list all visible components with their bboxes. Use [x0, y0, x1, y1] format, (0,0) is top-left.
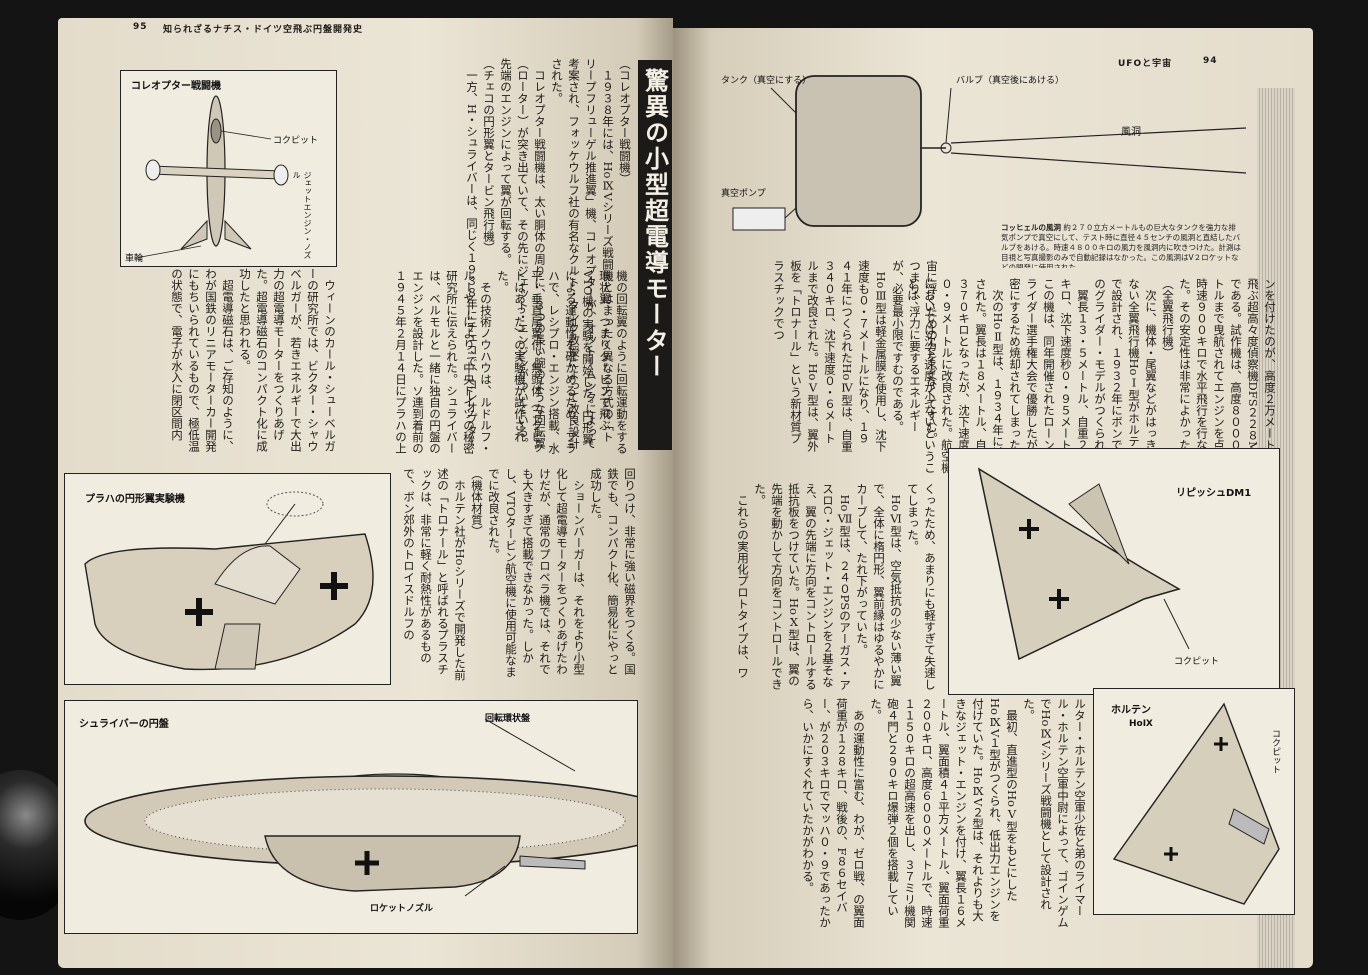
- horten-model-label: HoⅨ: [1129, 719, 1153, 729]
- right-text-col-a: ンを付けたのが、高度２万メートルを飛ぶ超高々度偵察機DFS２２８MKⅠである。試…: [906, 278, 1277, 476]
- left-text-col-b: 機の回転翼のように回転運動をする環状翼、つまりタービンで飛ぶVTO機の実験を開始…: [390, 270, 629, 454]
- left-text-col-a: （コレオプター戦闘機） １９３８年には、HoⅨVシリーズ戦闘機とはまったく異なる…: [465, 58, 632, 449]
- right-text-col-b: 宙に浮くためのカを少なくてすむ。つまり、浮力に要するエネルギーが、必要最小限です…: [772, 260, 939, 452]
- lippisch-illustration: [977, 467, 1190, 661]
- left-page: 95 知られざるナチス・ドイツ空飛ぶ円盤開発史 驚異の小型超電導モーター コレオ…: [58, 18, 673, 968]
- coleopter-caption: コレオプター戦闘機: [129, 77, 223, 92]
- right-text-col-d: ルター・ホルテン空軍少佐と弟のライマール・ホルテン空軍中尉によって、ゴインゲムで…: [801, 698, 1087, 928]
- schreiber-disk-caption: シュライバーの円盤: [77, 715, 171, 730]
- schreiber-ring-label: 回転環状盤: [485, 714, 531, 724]
- prague-disk-figure: プラハの円形翼実験機: [64, 473, 391, 685]
- wind-tunnel-caption: コッヒェルの風洞 約２７０立方メートルもの巨大なタンクを強力な排気ポンプで真空に…: [1001, 223, 1241, 268]
- left-running-head: 知られざるナチス・ドイツ空飛ぶ円盤開発史: [163, 25, 364, 35]
- horten-figure: ホルテン HoⅨ コクピット: [1093, 688, 1295, 915]
- coleopter-wheel-label: 車輪: [125, 254, 144, 264]
- tunnel-label: 風洞: [1121, 127, 1141, 138]
- schreiber-disk-illustration: [84, 718, 637, 897]
- lippisch-caption: リピッシュDM1: [1174, 484, 1254, 499]
- wind-tunnel-figure: タンク（真空にする） バルブ（真空後にあける） 風洞 真空ポンプ コッヒェルの風…: [701, 58, 1246, 268]
- horten-caption: ホルテン: [1109, 701, 1153, 716]
- tank-label: タンク（真空にする）: [721, 76, 812, 86]
- horten-cockpit-label: コクピット: [1270, 729, 1280, 774]
- right-page: UFOと宇宙 94 タンク（真空にする） バルブ（真空後にあける） 風洞 真空ポ…: [673, 28, 1313, 968]
- coleopter-illustration: [140, 95, 289, 258]
- coleopter-cockpit-label: コクピット: [273, 136, 319, 146]
- right-page-number: 94: [1203, 56, 1218, 66]
- wind-tunnel-caption-body: 約２７０立方メートルもの巨大なタンクを強力な排気ポンプで真空にして、テスト時に直…: [1001, 223, 1241, 268]
- lippisch-figure: リピッシュDM1 コクピット: [948, 448, 1280, 695]
- article-title: 驚異の小型超電導モーター: [638, 60, 672, 450]
- prague-disk-illustration: [84, 491, 374, 671]
- left-text-col-d: 回りつけ、非常に強い磁界をつくる。国鉄でも、コンパクト化、簡易化にやっと成功した…: [403, 468, 637, 681]
- left-page-number: 95: [133, 22, 148, 32]
- lippisch-cockpit-label: コクピット: [1174, 657, 1220, 667]
- schreiber-disk-figure: シュライバーの円盤 回転環状盤 ロケットノズル: [64, 700, 638, 934]
- prague-disk-caption: プラハの円形翼実験機: [83, 490, 187, 505]
- left-text-col-c: ウィーンのカール・シューベルガーの研究所では、ビクター・シャウベルガーが、若きエ…: [170, 268, 337, 452]
- schreiber-nozzle-label: ロケットノズル: [370, 904, 434, 914]
- wind-tunnel-caption-title: コッヒェルの風洞: [1001, 223, 1061, 232]
- right-text-col-c: くったため、あまりにも軽すぎて失速してしまった。 HoⅥ型は、空気抵抗の少ない薄…: [736, 483, 937, 691]
- right-running-head: UFOと宇宙: [1118, 59, 1173, 69]
- valve-label: バルブ（真空後にあける）: [956, 76, 1065, 86]
- horten-illustration: [1112, 702, 1280, 905]
- pump-label: 真空ポンプ: [721, 189, 766, 199]
- coleopter-nozzle-label: ジェットエンジン・ノズル: [292, 171, 312, 259]
- wind-tunnel-diagram: [732, 75, 1246, 231]
- coleopter-figure: コレオプター戦闘機 コクピット ジェットエンジン・ノズル 車輪: [120, 70, 337, 267]
